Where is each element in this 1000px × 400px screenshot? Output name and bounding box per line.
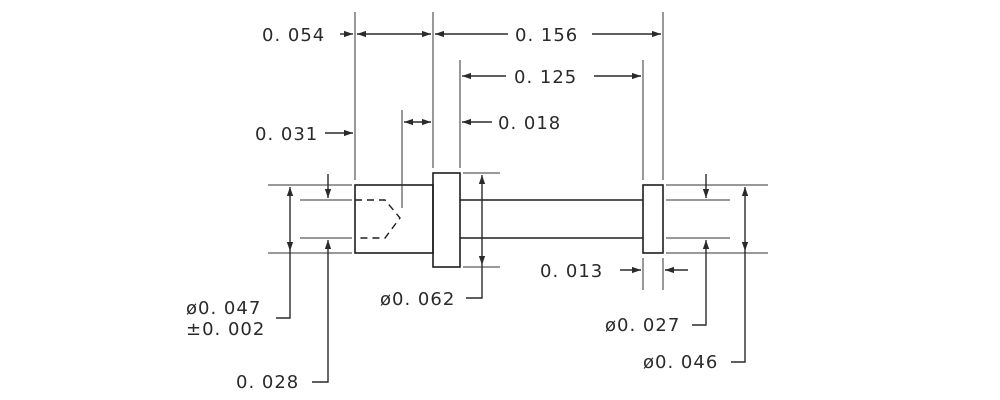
label-dia-0062: ø0. 062 [380,289,455,310]
label-0018: 0. 018 [498,113,561,134]
label-dia-0047: ø0. 047 [186,298,261,319]
label-dia-0027: ø0. 027 [605,315,680,336]
head-section [354,184,434,254]
dimension-labels: 0. 054 0. 156 0. 125 0. 031 0. 018 0. 01… [186,25,718,393]
label-0031: 0. 031 [255,124,318,145]
extension-lines [268,12,768,290]
label-tol-0002: ±0. 002 [186,319,265,340]
dim-047-leader [276,251,291,319]
label-0028: 0. 028 [236,372,299,393]
flange [432,172,461,268]
dim-062-leader [466,265,483,299]
label-0125: 0. 125 [514,67,577,88]
label-0156: 0. 156 [515,25,578,46]
part-outline [354,172,664,268]
dim-046-leader [731,251,746,363]
dim-027-leader [692,262,707,326]
dim-028-leader [312,262,329,383]
dimension-lines [276,30,749,383]
end-collar [642,184,664,254]
label-dia-0046: ø0. 046 [643,352,718,373]
label-0013: 0. 013 [540,261,603,282]
hidden-bore [355,199,401,239]
label-0054: 0. 054 [262,25,325,46]
